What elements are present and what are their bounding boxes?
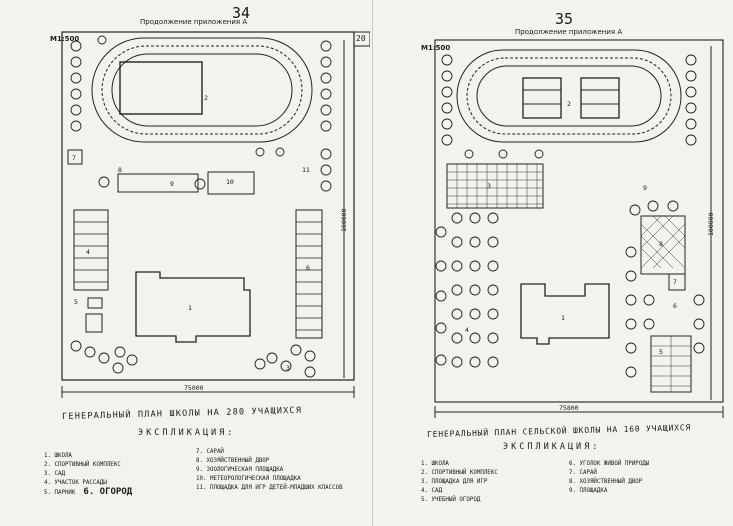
plan-label: 2	[204, 94, 208, 102]
plan-label: 8	[118, 166, 122, 174]
plan-label: 2	[567, 100, 571, 108]
legend-column-2: 6. УГОЛОК ЖИВОЙ ПРИРОДЫ 7. САРАЙ 8. ХОЗЯ…	[569, 460, 649, 496]
site-plan-drawing	[61, 31, 370, 398]
plan-label: 3	[487, 182, 491, 190]
page-number: 35	[555, 10, 574, 28]
explication-heading: ЭКСПЛИКАЦИЯ:	[503, 442, 601, 452]
legend-item: 3. САД	[44, 471, 65, 477]
plan-label: 1	[188, 304, 192, 312]
legend-item: 2. СПОРТИВНЫЙ КОМПЛЕКС	[421, 470, 498, 476]
legend-item: 8. ХОЗЯЙСТВЕННЫЙ ДВОР	[196, 458, 270, 464]
plan-label: 9	[643, 184, 647, 192]
height-dimension: 100800	[707, 212, 715, 236]
legend-item: 1. ШКОЛА	[44, 453, 72, 459]
legend-item: 5. ПАРНИК	[44, 490, 76, 496]
legend-item: 4. САД	[421, 488, 442, 494]
legend-column-1: 1. ШКОЛА 2. СПОРТИВНЫЙ КОМПЛЕКС 3. ПЛОЩА…	[421, 460, 498, 505]
page-divider	[372, 0, 373, 526]
width-dimension: 75000	[184, 384, 204, 392]
legend-item: 7. САРАЙ	[196, 449, 224, 455]
site-plan-drawing	[434, 39, 724, 418]
plan-label: 5	[659, 348, 663, 356]
legend-item: 8. ХОЗЯЙСТВЕННЫЙ ДВОР	[569, 479, 643, 485]
plan-label: 3	[286, 364, 290, 372]
legend-item: 11. ПЛОЩАДКА ДЛЯ ИГР ДЕТЕЙ-МЛАДШИХ КЛАСС…	[196, 485, 343, 491]
plan-label: 6	[306, 264, 310, 272]
legend-item: 5. УЧЕБНЫЙ ОГОРОД	[421, 497, 481, 503]
page-number: 34	[232, 4, 251, 22]
plan-label: 11	[302, 166, 310, 174]
plan-label: 7	[673, 278, 677, 286]
plan-label: 5	[74, 298, 78, 306]
left-page: 34 Продолжение приложения А	[44, 4, 370, 498]
plan-label: 10	[226, 178, 234, 186]
plan-label: 4	[465, 326, 469, 334]
legend-item: 7. САРАЙ	[569, 470, 597, 476]
legend-item: 2. СПОРТИВНЫЙ КОМПЛЕКС	[44, 462, 121, 468]
legend-column-1: 1. ШКОЛА 2. СПОРТИВНЫЙ КОМПЛЕКС 3. САД 4…	[44, 452, 132, 498]
plan-title: ГЕНЕРАЛЬНЫЙ ПЛАН ШКОЛЫ НА 280 УЧАЩИХСЯ	[62, 405, 303, 422]
legend-item: 3. ПЛОЩАДКА ДЛЯ ИГР	[421, 479, 488, 485]
plan-label: 4	[86, 248, 90, 256]
plan-title: ГЕНЕРАЛЬНЫЙ ПЛАН СЕЛЬСКОЙ ШКОЛЫ НА 160 У…	[427, 423, 692, 439]
continuation-note: Продолжение приложения А	[515, 28, 623, 36]
plan-label: 7	[72, 154, 76, 162]
height-dimension: 100000	[340, 208, 348, 232]
plan-label: 9	[170, 180, 174, 188]
legend-item: 6. УГОЛОК ЖИВОЙ ПРИРОДЫ	[569, 461, 650, 467]
scale-label: M1:500	[50, 35, 80, 43]
scale-label: M1:500	[421, 44, 451, 52]
legend-item-handwritten: 6. ОГОРОД	[83, 487, 133, 497]
plan-label: 8	[659, 240, 663, 248]
plan-label: 6	[673, 302, 677, 310]
legend-item: 9. ЗООЛОГИЧЕСКАЯ ПЛОЩАДКА	[196, 467, 284, 473]
continuation-note: Продолжение приложения А	[140, 18, 248, 26]
corner-mark: 20	[356, 34, 366, 43]
width-dimension: 75800	[559, 404, 579, 412]
right-page: 35 Продолжение приложения А	[373, 0, 733, 526]
plan-label: 1	[561, 314, 565, 322]
legend-item: 4. УЧАСТОК РАССАДЫ	[44, 480, 107, 486]
legend-item: 10. МЕТЕОРОЛОГИЧЕСКАЯ ПЛОЩАДКА	[196, 476, 301, 482]
legend-item: 1. ШКОЛА	[421, 461, 449, 467]
legend-item: 9. ПЛОЩАДКА	[569, 488, 608, 494]
legend-column-2: 7. САРАЙ 8. ХОЗЯЙСТВЕННЫЙ ДВОР 9. ЗООЛОГ…	[196, 448, 343, 493]
explication-heading: ЭКСПЛИКАЦИЯ:	[138, 428, 236, 438]
